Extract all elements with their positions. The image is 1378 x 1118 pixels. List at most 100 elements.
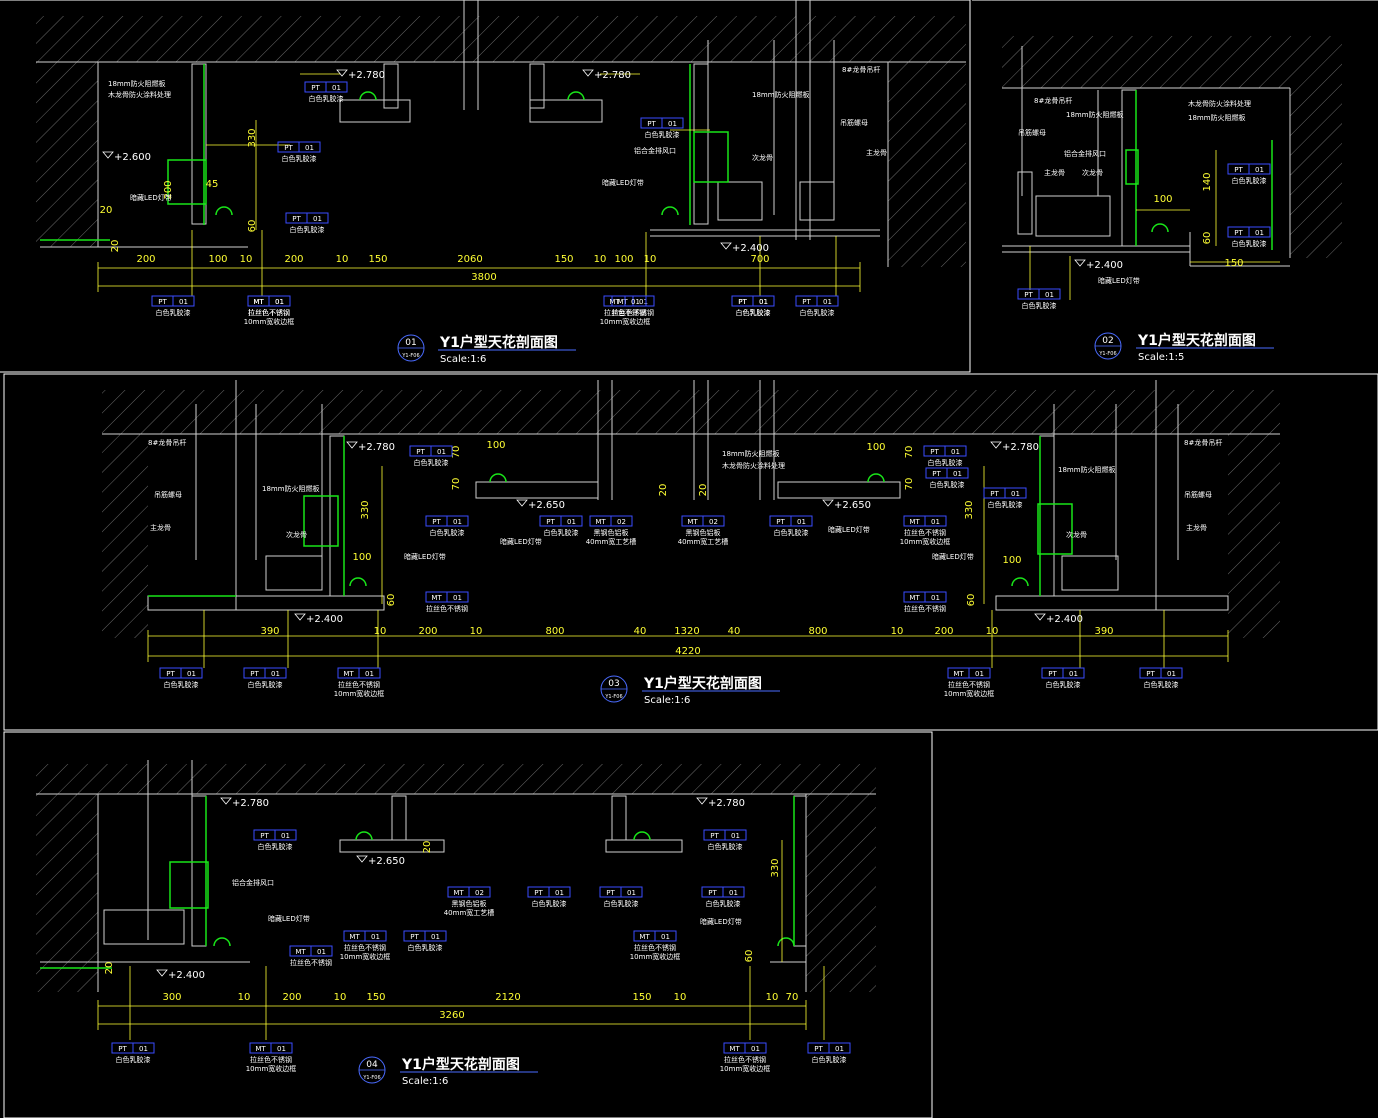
material-tag-number: 01 <box>453 594 462 602</box>
material-tag-code: PT <box>738 298 747 306</box>
callout-note: 18mm防火阻燃板 <box>1066 110 1124 119</box>
dimension-value: 40 <box>634 626 647 637</box>
dimension-value: 1320 <box>674 626 699 637</box>
material-tag-number: 02 <box>475 889 484 897</box>
dimension-value-vertical: 20 <box>110 240 121 253</box>
material-tag-desc: 拉丝色不锈钢 <box>248 308 290 317</box>
p1-elevations: +2.780+2.780+2.600+2.400 <box>102 69 769 254</box>
material-tag-desc: 白色乳胶漆 <box>156 308 191 317</box>
elevation-triangle <box>102 151 114 159</box>
section-sheet-ref: Y1-F06 <box>1098 351 1116 357</box>
callout-note: 铝合金排风口 <box>1064 149 1106 158</box>
material-tag-code: MT <box>729 1045 740 1053</box>
callout-note: 吊筋螺母 <box>154 490 182 499</box>
material-tag-desc: 白色乳胶漆 <box>282 154 317 163</box>
material-tag-number: 01 <box>835 1045 844 1053</box>
dimension-value-vertical: 200 <box>163 180 174 199</box>
material-tag-desc: 白色乳胶漆 <box>1144 680 1179 689</box>
elevation-value: +2.780 <box>594 70 631 81</box>
dimension-value-vertical: 45 <box>206 179 219 190</box>
elevation-value: +2.780 <box>348 70 385 81</box>
elevation-value: +2.650 <box>368 856 405 867</box>
material-tag-code: MT <box>253 298 264 306</box>
material-tag-desc2: 10mm宽收边框 <box>630 952 681 961</box>
material-tag-code: PT <box>1048 670 1057 678</box>
material-tag-code: MT <box>909 594 920 602</box>
dimension-value: 100 <box>866 442 885 453</box>
section-number: 03 <box>608 679 619 689</box>
material-tag-desc: 白色乳胶漆 <box>544 528 579 537</box>
dimension-value-vertical: 330 <box>247 128 258 147</box>
material-tag-number: 01 <box>271 670 280 678</box>
dimension-value-vertical: 20 <box>698 484 709 497</box>
elevation-value: +2.400 <box>168 970 205 981</box>
p3-structure <box>102 380 1280 611</box>
callout-note: 8#龙骨吊杆 <box>842 65 880 74</box>
elevation-value: +2.780 <box>708 798 745 809</box>
elevation-triangle <box>822 499 834 507</box>
material-tag-desc: 白色乳胶漆 <box>736 308 771 317</box>
callout-note: 次龙骨 <box>752 153 773 162</box>
dimension-value: 800 <box>808 626 827 637</box>
material-tag-code: MT <box>909 518 920 526</box>
dimension-value: 40 <box>728 626 741 637</box>
dimension-value: 200 <box>284 254 303 265</box>
material-tag-number: 01 <box>1045 291 1054 299</box>
material-tag-code: PT <box>708 889 717 897</box>
material-tag-number: 01 <box>931 594 940 602</box>
material-tag-code: PT <box>166 670 175 678</box>
callout-note: 主龙骨 <box>866 148 887 157</box>
p2-elevations: +2.400 <box>1074 259 1123 271</box>
material-tag-number: 01 <box>951 448 960 456</box>
material-tag-code: PT <box>1234 166 1243 174</box>
material-tag-desc: 拉丝色不锈钢 <box>604 308 646 317</box>
callout-note: 暗藏LED灯带 <box>130 193 172 202</box>
callout-note: 主龙骨 <box>1186 523 1207 532</box>
dimension-value-vertical: 330 <box>360 500 371 519</box>
elevation-marker: +2.650 <box>356 855 405 867</box>
material-tag-code: PT <box>292 215 301 223</box>
p4-dimension-lines <box>97 840 807 1030</box>
material-tag-number: 01 <box>1255 166 1264 174</box>
dimension-value: 10 <box>766 992 779 1003</box>
dimension-value-vertical: 70 <box>451 446 462 459</box>
dimension-value-vertical: 60 <box>966 594 977 607</box>
material-tag-desc2: 10mm宽收边框 <box>944 689 995 698</box>
elevation-triangle <box>156 969 168 977</box>
material-tag: PT 01 白色乳胶漆 <box>731 295 775 317</box>
material-tag-code: PT <box>738 298 747 306</box>
elevation-value: +2.400 <box>306 614 343 625</box>
section-number: 04 <box>366 1060 378 1070</box>
material-tag-desc: 黑钢色铝板 <box>594 528 629 537</box>
p3-leaders <box>203 610 1165 668</box>
p3-notes: 8#龙骨吊杆吊筋螺母主龙骨18mm防火阻燃板次龙骨暗藏LED灯带暗藏LED灯带1… <box>148 438 1222 561</box>
material-tag-code: PT <box>776 518 785 526</box>
dimension-value: 200 <box>934 626 953 637</box>
dimension-value-vertical: 60 <box>247 220 258 233</box>
material-tag-number: 01 <box>759 298 768 306</box>
p4-wall-left <box>36 794 98 992</box>
frame-p4 <box>3 731 933 1118</box>
material-tag-desc2: 10mm宽收边框 <box>244 317 295 326</box>
p4-wall-right <box>806 794 876 992</box>
callout-note: 18mm防火阻燃板 <box>262 484 320 493</box>
elevation-value: +2.400 <box>732 243 769 254</box>
p3-elevations: +2.780+2.650+2.400+2.650+2.780+2.400 <box>294 441 1083 625</box>
material-tag-desc: 拉丝色不锈钢 <box>344 943 386 952</box>
material-tag-desc: 白色乳胶漆 <box>645 130 680 139</box>
callout-note: 吊筋螺母 <box>1184 490 1212 499</box>
material-tag-number: 02 <box>709 518 718 526</box>
